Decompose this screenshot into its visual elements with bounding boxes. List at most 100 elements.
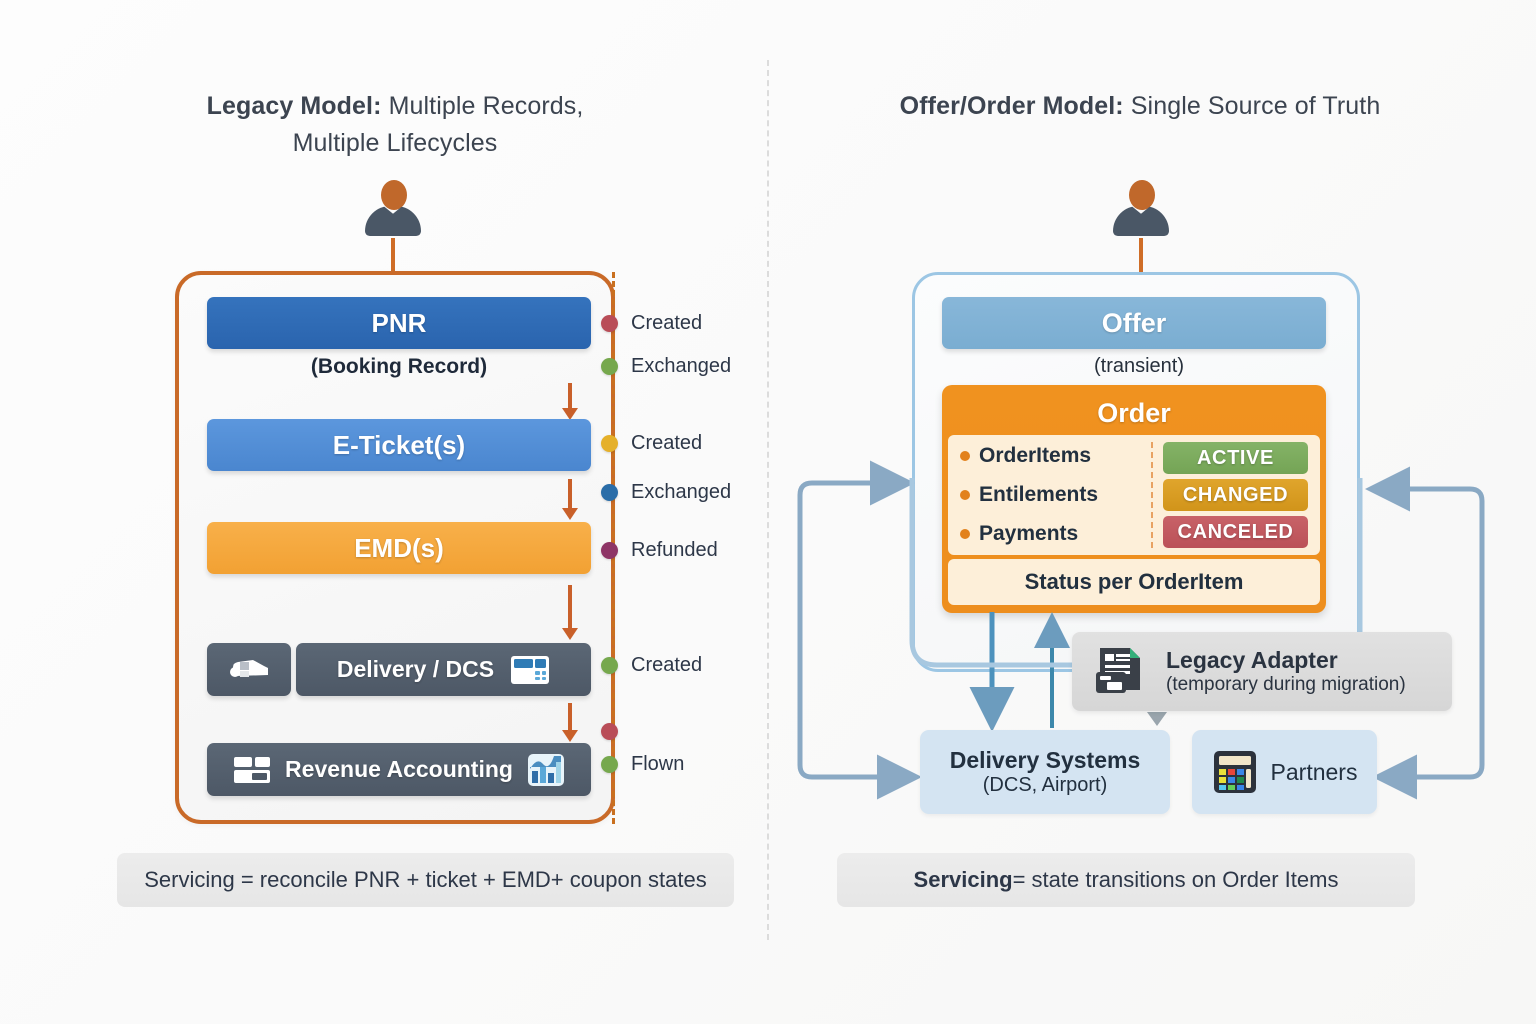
traveler-person-icon [362, 180, 424, 242]
order-inner-divider [1151, 442, 1153, 548]
arrow-emd-to-dcs [562, 585, 578, 640]
pnr-subtitle: (Booking Record) [310, 355, 488, 378]
status-item-2: Created [601, 432, 702, 455]
status-badge-group: ACTIVE CHANGED CANCELED [1163, 442, 1308, 548]
order-details: OrderItems Entilements Payments ACTIVE C… [948, 435, 1320, 555]
status-item-6 [601, 723, 631, 740]
ledger-icon [234, 756, 271, 783]
pnr-label: PNR [371, 307, 427, 338]
status-dot-exchanged-2 [601, 484, 618, 501]
status-dot-refunded [601, 542, 618, 559]
person-body-icon [365, 206, 421, 236]
analytics-chart-icon [527, 753, 564, 786]
calculator-icon [1213, 751, 1256, 793]
offer-box[interactable]: Offer [942, 297, 1326, 349]
traveler-person-icon-right [1110, 180, 1172, 242]
status-label-4: Refunded [631, 539, 718, 561]
title-left-rest: Multiple Records, Multiple Lifecycles [292, 92, 584, 157]
status-dot-exchanged [601, 358, 618, 375]
offer-order-caption: Servicing = state transitions on Order I… [837, 853, 1415, 907]
delivery-dcs-label: Delivery / DCS [336, 656, 495, 682]
status-dot-unlabeled [601, 723, 618, 740]
person-head-icon [381, 180, 407, 210]
delivery-systems-title: Delivery Systems [949, 747, 1141, 773]
document-card-icon [1096, 647, 1140, 693]
offer-order-caption-text: = state transitions on Order Items [1012, 867, 1339, 892]
offer-subtitle: (transient) [1093, 355, 1185, 377]
arrow-dcs-to-revenue [562, 703, 578, 742]
list-item: OrderItems [960, 437, 1149, 476]
pnr-box[interactable]: PNR [207, 297, 591, 349]
bullet-icon [960, 490, 970, 500]
order-item-label-2: Payments [979, 522, 1079, 545]
wire-left-loop [797, 480, 912, 780]
partners-label: Partners [1270, 758, 1358, 785]
partners-box[interactable]: Partners [1192, 730, 1377, 814]
status-item-4: Refunded [601, 539, 718, 562]
status-label-1: Exchanged [631, 355, 732, 377]
status-badge-active: ACTIVE [1163, 442, 1308, 474]
order-item-label-0: OrderItems [979, 444, 1092, 467]
legacy-model-container: PNR (Booking Record) E-Ticket(s) EMD(s) … [175, 271, 615, 824]
adapter-title: Legacy Adapter [1166, 647, 1338, 673]
person-head-icon-right [1129, 180, 1155, 210]
status-item-1: Exchanged [601, 355, 731, 378]
car-icon [230, 659, 268, 677]
order-box[interactable]: Order OrderItems Entilements Payments [942, 385, 1326, 613]
legacy-caption-text: Servicing = reconcile PNR + ticket + EMD… [144, 867, 707, 892]
adapter-down-arrow-icon [1147, 712, 1167, 726]
status-dot-created-2 [601, 435, 618, 452]
legacy-adapter-box[interactable]: Legacy Adapter (temporary during migrati… [1072, 632, 1452, 711]
panel-divider [767, 60, 769, 940]
offer-order-caption-bold: Servicing [913, 867, 1013, 892]
status-label-0: Created [631, 312, 703, 334]
emd-box[interactable]: EMD(s) [207, 522, 591, 574]
status-label-7: Flown [631, 753, 685, 775]
status-label-3: Exchanged [631, 481, 732, 503]
arrow-person-to-offer [1131, 238, 1151, 289]
vehicle-icon-tile [207, 643, 291, 696]
delivery-dcs-box[interactable]: Delivery / DCS [296, 643, 591, 696]
status-per-orderitem-bar: Status per OrderItem [948, 559, 1320, 605]
status-badge-changed: CHANGED [1163, 479, 1308, 511]
eticket-label: E-Ticket(s) [332, 429, 466, 460]
status-badge-canceled: CANCELED [1163, 516, 1308, 548]
offer-label: Offer [1101, 307, 1167, 338]
delivery-systems-box[interactable]: Delivery Systems (DCS, Airport) [920, 730, 1170, 814]
order-label: Order [1097, 397, 1171, 428]
title-left-bold: Legacy Model: [206, 92, 382, 120]
eticket-box[interactable]: E-Ticket(s) [207, 419, 591, 471]
offer-order-container: Offer (transient) Order OrderItems Entil… [912, 272, 1360, 672]
title-right-bold: Offer/Order Model: [899, 92, 1124, 120]
delivery-systems-subtitle: (DCS, Airport) [982, 774, 1108, 796]
person-body-icon-right [1113, 206, 1169, 236]
list-item: Payments [960, 515, 1149, 554]
status-item-7: Flown [601, 753, 684, 776]
page-title-right: Offer/Order Model: Single Source of Trut… [840, 88, 1440, 125]
title-right-rest: Single Source of Truth [1123, 92, 1381, 120]
status-dot-flown [601, 756, 618, 773]
status-dot-created [601, 315, 618, 332]
legacy-caption: Servicing = reconcile PNR + ticket + EMD… [117, 853, 734, 907]
revenue-accounting-box[interactable]: Revenue Accounting [207, 743, 591, 796]
arrow-pnr-to-eticket [562, 383, 578, 420]
status-label-2: Created [631, 432, 703, 454]
list-item: Entilements [960, 476, 1149, 515]
status-item-0: Created [601, 312, 702, 335]
status-item-3: Exchanged [601, 481, 731, 504]
emd-label: EMD(s) [354, 532, 444, 563]
bullet-icon [960, 529, 970, 539]
adapter-text-group: Legacy Adapter (temporary during migrati… [1166, 647, 1406, 696]
boarding-kiosk-icon [511, 655, 550, 684]
adapter-subtitle: (temporary during migration) [1166, 674, 1406, 695]
status-dot-created-3 [601, 657, 618, 674]
order-items-list: OrderItems Entilements Payments [960, 437, 1149, 554]
revenue-accounting-label: Revenue Accounting [285, 756, 513, 782]
delivery-dcs-row[interactable]: Delivery / DCS [207, 643, 591, 696]
bullet-icon [960, 451, 970, 461]
page-title-left: Legacy Model: Multiple Records, Multiple… [180, 88, 610, 162]
status-item-5: Created [601, 654, 702, 677]
arrow-eticket-to-emd [562, 479, 578, 520]
order-item-label-1: Entilements [979, 483, 1099, 506]
